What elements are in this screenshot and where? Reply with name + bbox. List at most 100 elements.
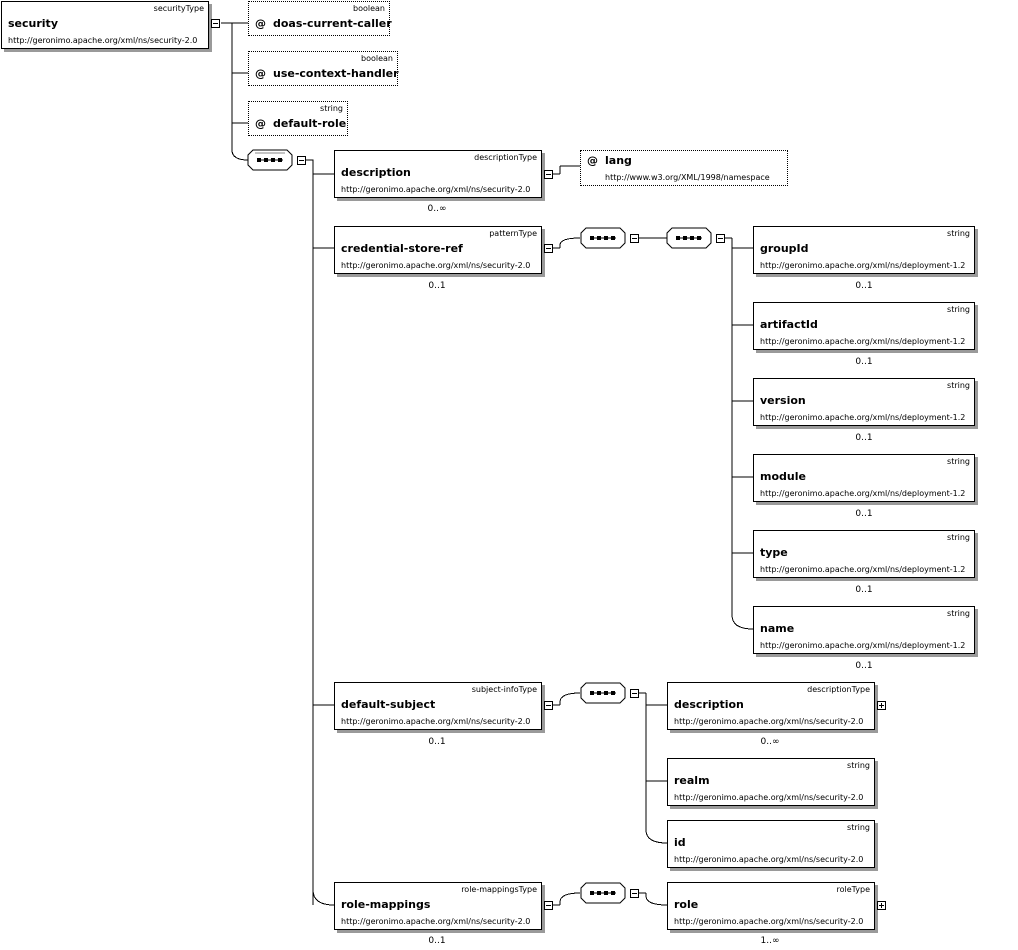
type-label: string (947, 381, 970, 390)
element-realm[interactable]: string realm http://geronimo.apache.org/… (667, 758, 875, 806)
element-description[interactable]: descriptionType description http://geron… (334, 150, 542, 198)
type-label: boolean (361, 54, 393, 63)
element-role[interactable]: roleType role http://geronimo.apache.org… (667, 882, 875, 930)
element-name[interactable]: string name http://geronimo.apache.org/x… (753, 606, 975, 654)
namespace-label: http://geronimo.apache.org/xml/ns/securi… (674, 917, 864, 926)
namespace-label: http://geronimo.apache.org/xml/ns/deploy… (760, 413, 966, 422)
attribute-icon: @ (255, 17, 266, 30)
attribute-default-role[interactable]: string @default-role (248, 101, 348, 136)
namespace-label: http://geronimo.apache.org/xml/ns/deploy… (760, 489, 966, 498)
attribute-lang[interactable]: @ lang http://www.w3.org/XML/1998/namespa… (580, 150, 788, 186)
type-label: string (847, 761, 870, 770)
type-label: string (947, 229, 970, 238)
collapse-toggle-default-subject[interactable] (544, 701, 553, 710)
element-name: description (674, 698, 744, 711)
attribute-label: @ doas-current-caller (255, 17, 392, 30)
collapse-toggle-sequence[interactable] (630, 689, 639, 698)
attribute-use-context-handler[interactable]: boolean @ use-context-handler (248, 51, 399, 86)
expand-toggle-role[interactable] (877, 901, 886, 910)
element-id[interactable]: string id http://geronimo.apache.org/xml… (667, 820, 875, 868)
attribute-doas-current-caller[interactable]: boolean @ doas-current-caller (248, 1, 392, 36)
occurrence-label: 0..1 (855, 585, 873, 595)
attribute-icon: @ (255, 117, 266, 130)
namespace-label: http://geronimo.apache.org/xml/ns/securi… (674, 793, 864, 802)
occurrence-label: 0..1 (428, 936, 446, 946)
type-label: string (847, 823, 870, 832)
occurrence-label: 1..∞ (760, 936, 780, 946)
attribute-name: use-context-handler (273, 67, 399, 80)
namespace-label: http://www.w3.org/XML/1998/namespace (605, 173, 770, 182)
occurrence-label: 0..1 (428, 737, 446, 747)
occurrence-label: 0..∞ (427, 204, 447, 214)
element-module[interactable]: string module http://geronimo.apache.org… (753, 454, 975, 502)
occurrence-label: 0..∞ (760, 737, 780, 747)
namespace-label: http://geronimo.apache.org/xml/ns/deploy… (760, 565, 966, 574)
type-label: string (947, 305, 970, 314)
element-name: credential-store-ref (341, 242, 463, 255)
element-name-label: name (760, 622, 795, 635)
occurrence-label: 0..1 (855, 357, 873, 367)
element-name: module (760, 470, 806, 483)
collapse-toggle-role-mappings[interactable] (544, 901, 553, 910)
namespace-label: http://geronimo.apache.org/xml/ns/deploy… (760, 641, 966, 650)
type-label: string (947, 609, 970, 618)
expand-toggle-description[interactable] (877, 701, 886, 710)
namespace-label: http://geronimo.apache.org/xml/ns/securi… (341, 261, 531, 270)
element-name: type (760, 546, 788, 559)
type-label: patternType (489, 229, 537, 238)
sequence-compositor-icon (580, 682, 626, 704)
element-type[interactable]: string type http://geronimo.apache.org/x… (753, 530, 975, 578)
element-credential-store-ref[interactable]: patternType credential-store-ref http://… (334, 226, 542, 274)
element-name: artifactId (760, 318, 818, 331)
element-version[interactable]: string version http://geronimo.apache.or… (753, 378, 975, 426)
element-name: security (8, 17, 58, 30)
namespace-label: http://geronimo.apache.org/xml/ns/deploy… (760, 337, 966, 346)
type-label: boolean (353, 4, 385, 13)
collapse-toggle-description[interactable] (544, 170, 553, 179)
element-name: default-subject (341, 698, 436, 711)
sequence-compositor-icon (666, 227, 712, 249)
sequence-compositor-icon (580, 882, 626, 904)
collapse-toggle-sequence[interactable] (630, 234, 639, 243)
occurrence-label: 0..1 (855, 509, 873, 519)
sequence-compositor-icon (580, 227, 626, 249)
occurrence-label: 0..1 (855, 661, 873, 671)
element-name: groupId (760, 242, 809, 255)
namespace-label: http://geronimo.apache.org/xml/ns/securi… (341, 717, 531, 726)
element-name: role-mappings (341, 898, 431, 911)
element-subject-description[interactable]: descriptionType description http://geron… (667, 682, 875, 730)
type-label: role-mappingsType (461, 885, 537, 894)
collapse-toggle-security[interactable] (211, 19, 220, 28)
namespace-label: http://geronimo.apache.org/xml/ns/securi… (8, 36, 198, 45)
attribute-label: @ use-context-handler (255, 67, 399, 80)
element-security[interactable]: securityType security http://geronimo.ap… (1, 1, 209, 49)
namespace-label: http://geronimo.apache.org/xml/ns/securi… (674, 717, 864, 726)
collapse-toggle-sequence[interactable] (630, 889, 639, 898)
element-groupId[interactable]: string groupId http://geronimo.apache.or… (753, 226, 975, 274)
attribute-name: doas-current-caller (273, 17, 392, 30)
attribute-name: lang (605, 154, 632, 167)
collapse-toggle-credential-store-ref[interactable] (544, 244, 553, 253)
element-name: id (674, 836, 686, 849)
attribute-label: @default-role (255, 117, 346, 130)
type-label: subject-infoType (471, 685, 537, 694)
collapse-toggle-sequence[interactable] (716, 234, 725, 243)
element-name: description (341, 166, 411, 179)
occurrence-label: 0..1 (855, 281, 873, 291)
element-role-mappings[interactable]: role-mappingsType role-mappings http://g… (334, 882, 542, 930)
type-label: roleType (836, 885, 870, 894)
collapse-toggle-sequence[interactable] (297, 156, 306, 165)
attribute-label: @ lang (587, 154, 632, 167)
element-artifactId[interactable]: string artifactId http://geronimo.apache… (753, 302, 975, 350)
element-default-subject[interactable]: subject-infoType default-subject http://… (334, 682, 542, 730)
element-name: role (674, 898, 699, 911)
namespace-label: http://geronimo.apache.org/xml/ns/securi… (674, 855, 864, 864)
type-label: securityType (153, 4, 204, 13)
occurrence-label: 0..1 (855, 433, 873, 443)
type-label: descriptionType (807, 685, 870, 694)
type-label: string (947, 457, 970, 466)
element-name: realm (674, 774, 710, 787)
type-label: string (947, 533, 970, 542)
attribute-icon: @ (587, 154, 598, 167)
attribute-icon: @ (255, 67, 266, 80)
